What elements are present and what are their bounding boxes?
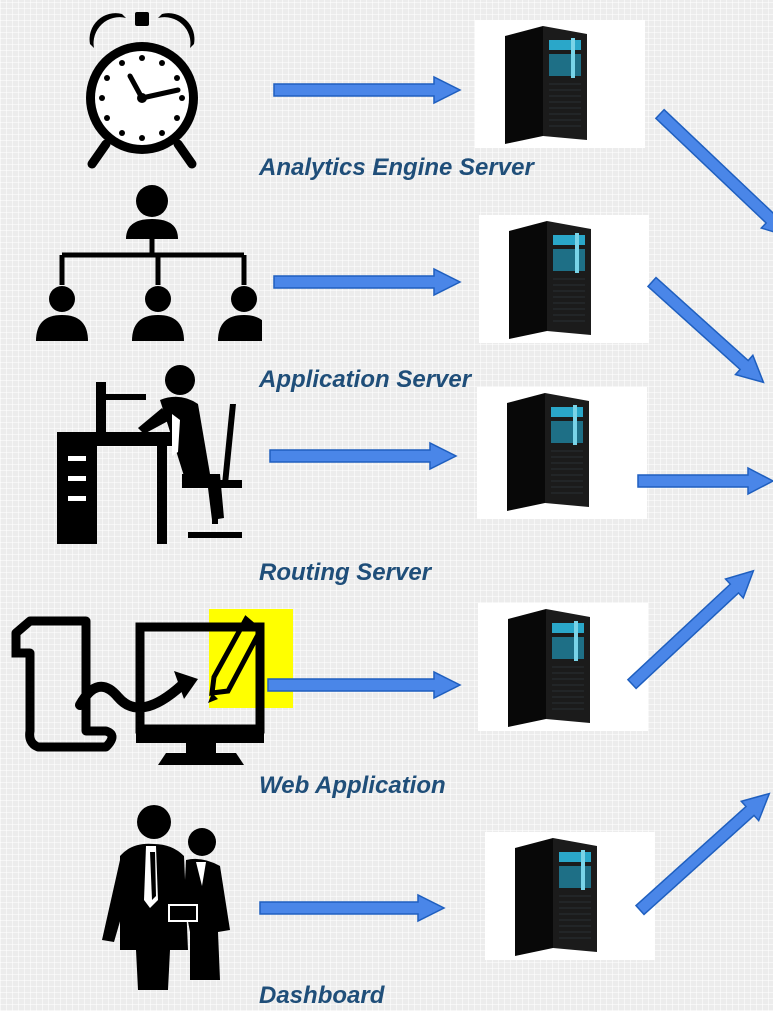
arrow-icon bbox=[654, 108, 773, 238]
label-dashboard: Dashboard bbox=[259, 982, 385, 1009]
arrow-icon bbox=[273, 75, 462, 105]
arrow-icon bbox=[634, 792, 771, 916]
alarm-clock-icon bbox=[86, 12, 198, 169]
label-application-server: Application Server bbox=[259, 366, 472, 393]
arrow-icon bbox=[259, 893, 446, 923]
business-people-icon bbox=[102, 805, 230, 990]
server-tower-icon bbox=[485, 832, 655, 960]
server-tower-icon bbox=[475, 20, 645, 148]
arrow-icon bbox=[269, 441, 458, 471]
label-routing-server: Routing Server bbox=[259, 559, 432, 586]
server-tower-icon bbox=[479, 215, 649, 343]
server-tower-icon bbox=[477, 387, 647, 519]
document-to-monitor-icon bbox=[11, 615, 265, 765]
arrow-icon bbox=[626, 569, 755, 690]
arrow-icon bbox=[273, 267, 462, 297]
arrow-icon bbox=[267, 670, 462, 700]
org-chart-icon bbox=[36, 185, 262, 341]
server-tower-icon bbox=[478, 603, 648, 731]
arrow-icon bbox=[637, 466, 773, 496]
office-worker-icon bbox=[57, 365, 242, 544]
label-web-application: Web Application bbox=[259, 772, 446, 799]
label-analytics-engine-server: Analytics Engine Server bbox=[259, 154, 534, 181]
arrow-icon bbox=[646, 276, 765, 384]
